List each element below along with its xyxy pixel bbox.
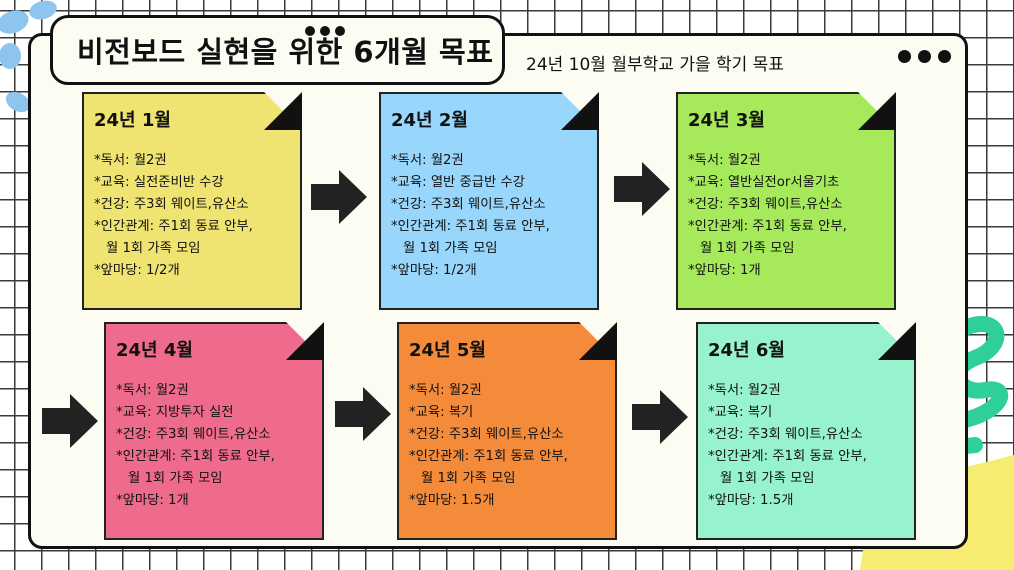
- note-fold-corner-3: [858, 92, 896, 130]
- arrow-right-icon: [311, 170, 367, 224]
- note-relations: *인간관계: 주1회 동료 안부,: [688, 219, 847, 234]
- note-relations-family: 월 1회 가족 모임: [720, 471, 815, 486]
- note-health: *건강: 주3회 웨이트,유산소: [708, 427, 863, 442]
- note-relations: *인간관계: 주1회 동료 안부,: [391, 219, 550, 234]
- note-relations: *인간관계: 주1회 동료 안부,: [116, 449, 275, 464]
- note-month-1: 24년 1월 *독서: 월2권 *교육: 실전준비반 수강 *건강: 주3회 웨…: [82, 92, 302, 310]
- note-savings: *앞마당: 1/2개: [391, 263, 477, 278]
- note-health: *건강: 주3회 웨이트,유산소: [94, 197, 249, 212]
- note-reading: *독서: 월2권: [688, 153, 761, 168]
- note-title: 24년 5월: [409, 340, 486, 361]
- note-relations: *인간관계: 주1회 동료 안부,: [409, 449, 568, 464]
- note-relations: *인간관계: 주1회 동료 안부,: [708, 449, 867, 464]
- subtitle: 24년 10월 월부학교 가을 학기 목표: [526, 55, 784, 75]
- note-relations-family: 월 1회 가족 모임: [700, 241, 795, 256]
- arrow-right-icon: [614, 162, 670, 216]
- note-title: 24년 2월: [391, 110, 468, 131]
- note-relations-family: 월 1회 가족 모임: [106, 241, 201, 256]
- note-reading: *독서: 월2권: [94, 153, 167, 168]
- note-savings: *앞마당: 1개: [688, 263, 761, 278]
- note-relations-family: 월 1회 가족 모임: [403, 241, 498, 256]
- corner-dots-decoration: [898, 50, 951, 63]
- note-title: 24년 4월: [116, 340, 193, 361]
- note-fold-corner-4: [286, 322, 324, 360]
- arrow-right-icon: [335, 387, 391, 441]
- note-reading: *독서: 월2권: [708, 383, 781, 398]
- note-savings: *앞마당: 1개: [116, 493, 189, 508]
- note-title: 24년 3월: [688, 110, 765, 131]
- title-box: 비전보드 실현을 위한 6개월 목표: [50, 15, 505, 85]
- note-education: *교육: 열반실전or서울기초: [688, 175, 840, 190]
- note-fold-corner-2: [561, 92, 599, 130]
- note-relations-family: 월 1회 가족 모임: [421, 471, 516, 486]
- note-relations: *인간관계: 주1회 동료 안부,: [94, 219, 253, 234]
- note-education: *교육: 복기: [409, 405, 474, 420]
- title-dots-decoration: [305, 26, 345, 36]
- note-fold-corner-1: [264, 92, 302, 130]
- note-fold-corner-5: [579, 322, 617, 360]
- note-health: *건강: 주3회 웨이트,유산소: [688, 197, 843, 212]
- note-health: *건강: 주3회 웨이트,유산소: [391, 197, 546, 212]
- note-health: *건강: 주3회 웨이트,유산소: [116, 427, 271, 442]
- arrow-right-icon: [632, 390, 688, 444]
- note-education: *교육: 실전준비반 수강: [94, 175, 224, 190]
- note-reading: *독서: 월2권: [116, 383, 189, 398]
- note-savings: *앞마당: 1/2개: [94, 263, 180, 278]
- note-education: *교육: 열반 중급반 수강: [391, 175, 525, 190]
- page-title: 비전보드 실현을 위한 6개월 목표: [77, 35, 494, 69]
- note-fold-corner-6: [878, 322, 916, 360]
- note-health: *건강: 주3회 웨이트,유산소: [409, 427, 564, 442]
- arrow-right-icon: [42, 394, 98, 448]
- blue-blob-decoration: [0, 0, 59, 132]
- note-title: 24년 1월: [94, 110, 171, 131]
- note-relations-family: 월 1회 가족 모임: [128, 471, 223, 486]
- note-reading: *독서: 월2권: [391, 153, 464, 168]
- note-education: *교육: 복기: [708, 405, 773, 420]
- note-title: 24년 6월: [708, 340, 785, 361]
- note-savings: *앞마당: 1.5개: [409, 493, 495, 508]
- note-reading: *독서: 월2권: [409, 383, 482, 398]
- note-education: *교육: 지방투자 실전: [116, 405, 234, 420]
- note-month-6: 24년 6월 *독서: 월2권 *교육: 복기 *건강: 주3회 웨이트,유산소…: [696, 322, 916, 540]
- note-savings: *앞마당: 1.5개: [708, 493, 794, 508]
